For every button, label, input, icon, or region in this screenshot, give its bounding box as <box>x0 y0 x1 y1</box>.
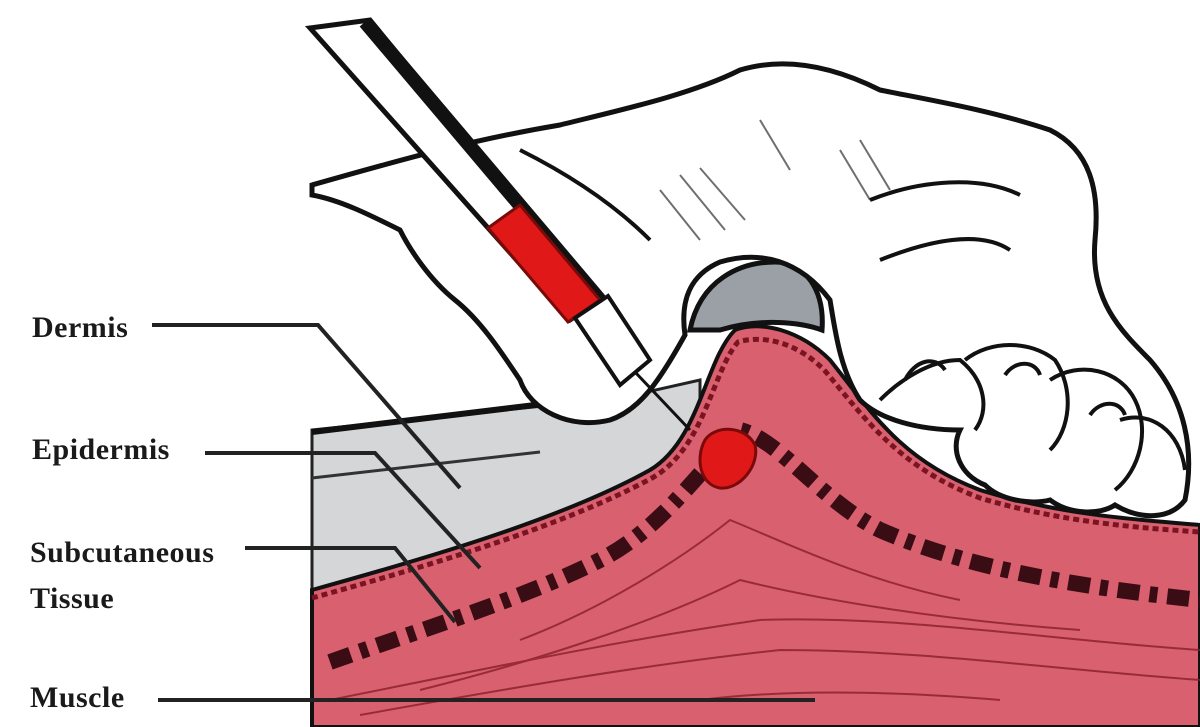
epidermis-label: Epidermis <box>32 432 170 468</box>
muscle-label: Muscle <box>30 680 125 716</box>
subcutaneous-tissue-label: Subcutaneous Tissue <box>30 530 214 622</box>
dermis-label: Dermis <box>32 310 128 346</box>
subcutaneous-label-line2: Tissue <box>30 576 214 622</box>
subcutaneous-label-line1: Subcutaneous <box>30 530 214 576</box>
